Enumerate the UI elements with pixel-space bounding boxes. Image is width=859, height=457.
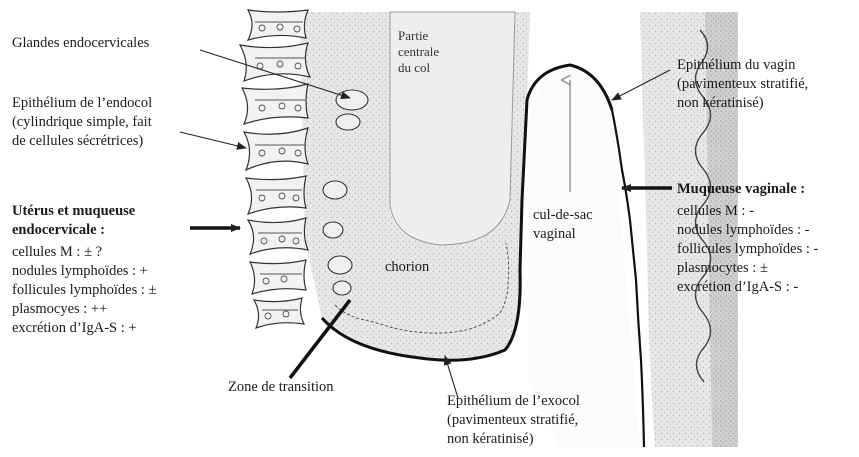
uterus-item: cellules M : ± ? [12, 243, 156, 262]
partie-line-1: Partie [398, 28, 439, 44]
exocol-line-3: non kératinisé) [447, 430, 580, 449]
uterus-title-2: endocervicale : [12, 221, 156, 240]
label-glandes-endocervicales: Glandes endocervicales [12, 34, 149, 53]
label-cul-de-sac: cul-de-sac vaginal [533, 206, 593, 244]
uterus-item: plasmocyes : ++ [12, 300, 156, 319]
label-epithelium-vagin: Epithélium du vagin (pavimenteux stratif… [677, 56, 808, 113]
vagin-line-1: Epithélium du vagin [677, 56, 808, 75]
vagin-line-2: (pavimenteux stratifié, [677, 75, 808, 94]
uterus-title-1: Utérus et muqueuse [12, 202, 156, 221]
partie-line-2: centrale [398, 44, 439, 60]
label-muqueuse-vaginale: Muqueuse vaginale : cellules M : - nodul… [677, 180, 818, 297]
muqueuse-item: plasmocytes : ± [677, 259, 818, 278]
label-zone-transition: Zone de transition [228, 378, 334, 397]
muqueuse-item: cellules M : - [677, 202, 818, 221]
label-epithelium-endocol: Epithélium de l’endocol (cylindrique sim… [12, 94, 152, 151]
pointer-endocol [180, 132, 246, 148]
endocol-line-2: (cylindrique simple, fait [12, 113, 152, 132]
exocol-line-1: Epithélium de l’exocol [447, 392, 580, 411]
uterus-item: nodules lymphoïdes : + [12, 262, 156, 281]
label-partie-centrale: Partie centrale du col [398, 28, 439, 76]
endocol-line-3: de cellules sécrétrices) [12, 132, 152, 151]
label-chorion: chorion [385, 258, 429, 277]
muqueuse-item: excrétion d’IgA-S : - [677, 278, 818, 297]
cul-line-2: vaginal [533, 225, 593, 244]
vagin-line-3: non kératinisé) [677, 94, 808, 113]
muqueuse-item: nodules lymphoïdes : - [677, 221, 818, 240]
uterus-item: follicules lymphoïdes : ± [12, 281, 156, 300]
label-epithelium-exocol: Epithélium de l’exocol (pavimenteux stra… [447, 392, 580, 449]
uterus-item: excrétion d’IgA-S : + [12, 319, 156, 338]
endocol-line-1: Epithélium de l’endocol [12, 94, 152, 113]
exocol-line-2: (pavimenteux stratifié, [447, 411, 580, 430]
muqueuse-item: follicules lymphoïdes : - [677, 240, 818, 259]
muqueuse-title: Muqueuse vaginale : [677, 180, 818, 199]
cul-line-1: cul-de-sac [533, 206, 593, 225]
label-uterus-endocervicale: Utérus et muqueuse endocervicale : cellu… [12, 202, 156, 338]
partie-line-3: du col [398, 60, 439, 76]
cul-de-sac-lumen [528, 65, 640, 447]
